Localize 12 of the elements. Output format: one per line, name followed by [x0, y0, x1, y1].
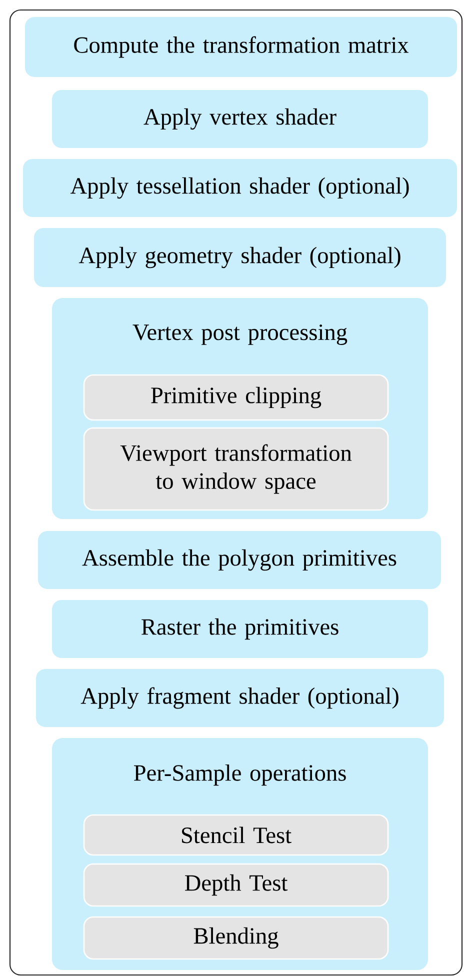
step-box: Raster the primitives [52, 600, 428, 658]
step-box: Apply tessellation shader (optional) [23, 159, 457, 217]
step-box: Apply geometry shader (optional) [34, 228, 446, 287]
step-box: Apply vertex shader [52, 90, 428, 148]
step-box: Compute the transformation matrix [25, 17, 457, 77]
step-box: Apply fragment shader (optional) [36, 669, 444, 727]
substep-box: Primitive clipping [83, 374, 389, 421]
substep-box: Depth Test [83, 863, 389, 907]
substep-box: Stencil Test [83, 814, 389, 856]
step-box: Assemble the polygon primitives [38, 531, 441, 589]
substep-box: Blending [83, 916, 389, 960]
substep-box: Viewport transformation to window space [83, 427, 389, 511]
